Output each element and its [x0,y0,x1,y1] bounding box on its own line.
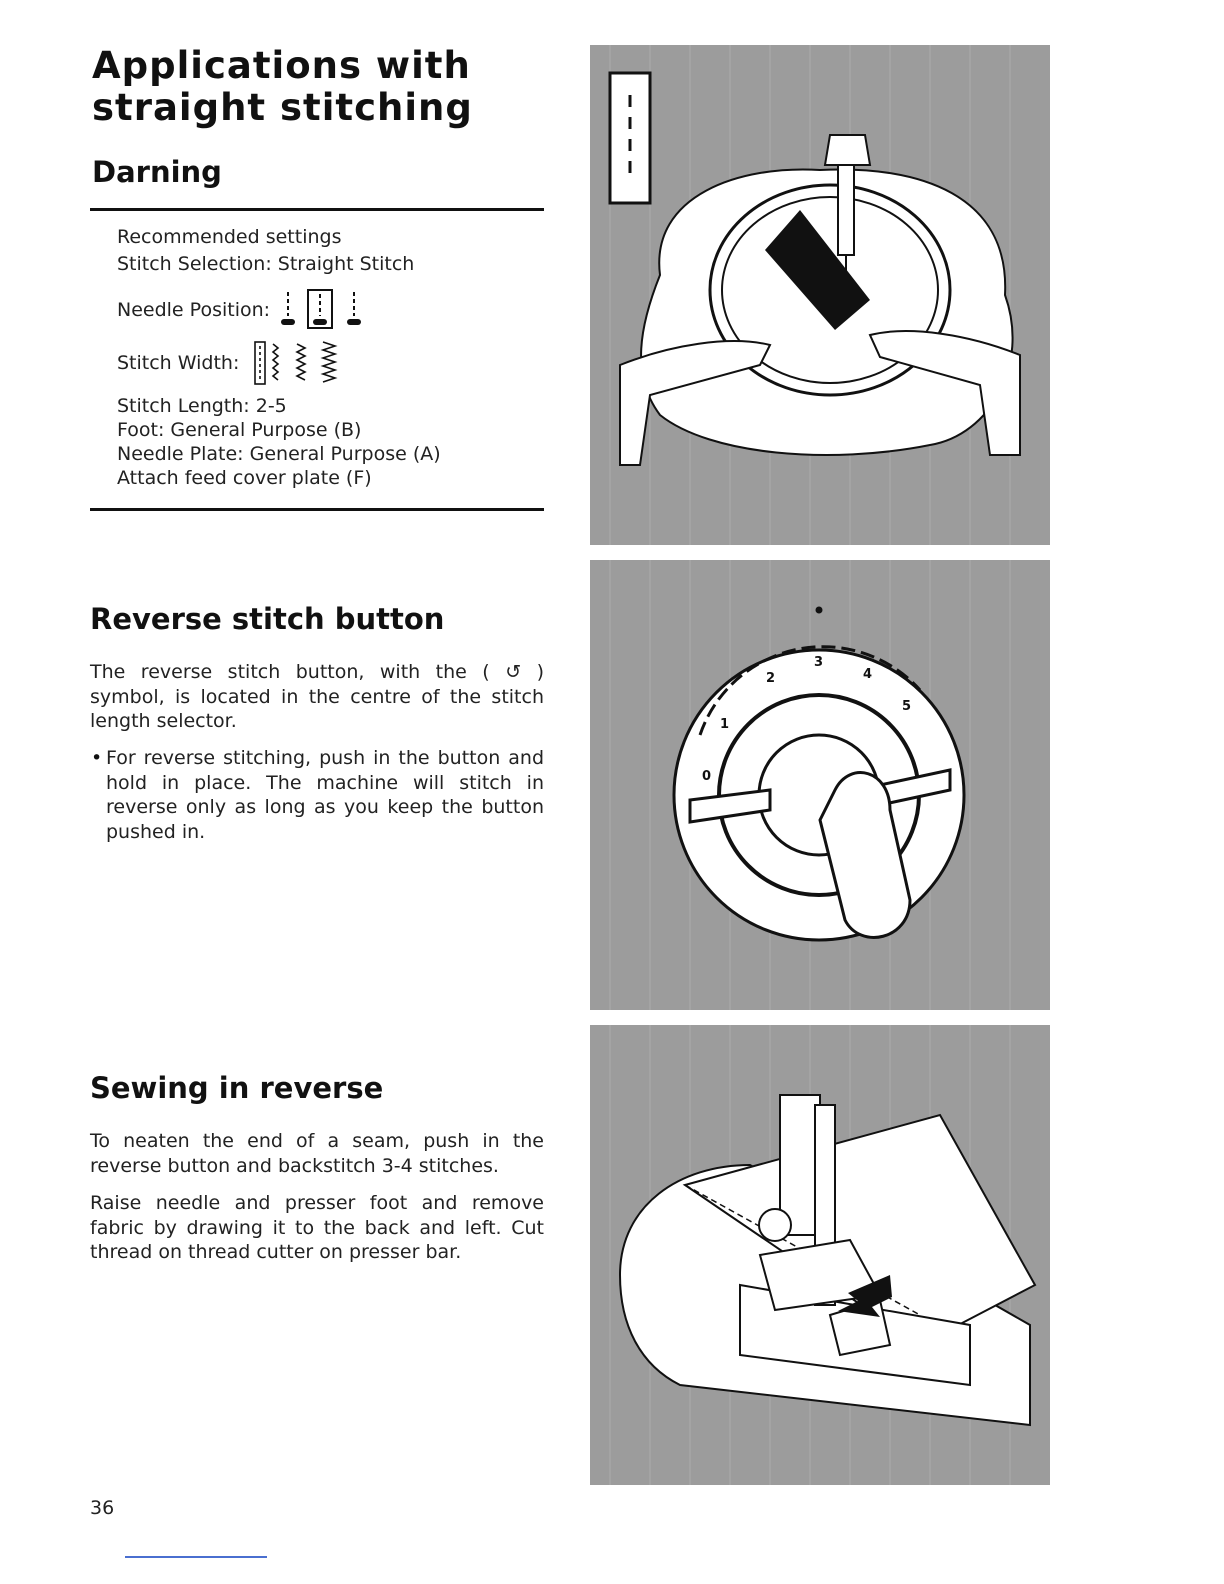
illustration-stitch-dial: 0 1 2 3 4 5 [590,560,1050,1010]
sewing-reverse-p1: To neaten the end of a seam, push in the… [90,1130,544,1177]
stitch-width-icon [254,341,338,385]
illustration-sewing-reverse [590,1025,1050,1485]
dial-number-1: 1 [720,717,729,732]
stitch-width-row: Stitch Width: [117,340,363,386]
page-heading: Applications with straight stitching [92,44,473,129]
needle-position-label: Needle Position: [117,299,271,321]
bullet-dot: • [91,747,103,769]
divider-bottom [90,508,544,511]
reverse-bullet-text: For reverse stitching, push in the butto… [106,747,544,843]
page-number: 36 [90,1497,115,1519]
needle-plate-setting: Needle Plate: General Purpose (A) [117,443,441,465]
settings-title: Recommended settings [117,226,342,248]
needle-position-icon [281,289,362,329]
foot-setting: Foot: General Purpose (B) [117,419,362,441]
dial-number-0: 0 [702,769,711,784]
stitch-selection: Stitch Selection: Straight Stitch [117,253,415,275]
section-title-reverse-button: Reverse stitch button [90,602,445,636]
dial-number-2: 2 [766,671,775,686]
stitch-width-label: Stitch Width: [117,352,240,374]
dial-number-4: 4 [863,667,872,682]
dial-number-3: 3 [814,655,823,670]
dial-number-5: 5 [902,699,911,714]
illustration-darning [590,45,1050,545]
needle-position-row: Needle Position: [117,288,368,332]
stitch-length: Stitch Length: 2-5 [117,395,287,417]
footer-line [125,1556,267,1558]
feed-cover-setting: Attach feed cover plate (F) [117,467,372,489]
section-title-darning: Darning [92,155,222,189]
section-title-sewing-reverse: Sewing in reverse [90,1071,384,1105]
sewing-reverse-p2: Raise needle and presser foot and remove… [90,1192,544,1263]
reverse-button-text: The reverse stitch button, with the ( ↺ … [90,661,544,732]
divider-top [90,208,544,211]
